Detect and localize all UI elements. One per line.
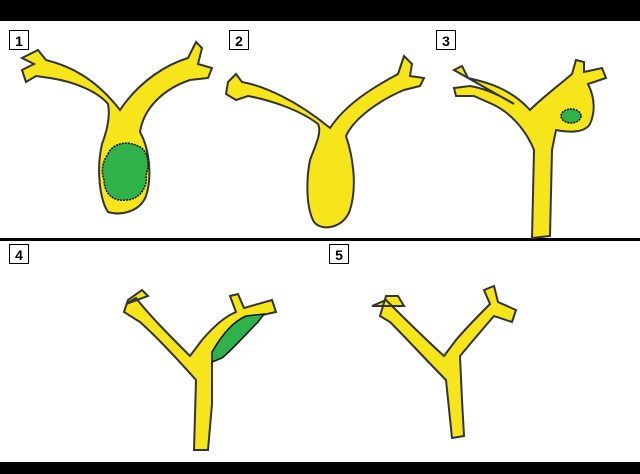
- panel-5-duct: [372, 286, 516, 438]
- panel-3-duct: [454, 60, 606, 238]
- panel-2-label: 2: [229, 30, 249, 50]
- panel-2-gallbladder: [226, 56, 424, 227]
- panel-1-gallbladder: [22, 42, 212, 213]
- panel-1-stone: [102, 143, 148, 200]
- panel-1-label: 1: [9, 30, 29, 50]
- panel-3-stone: [561, 109, 581, 123]
- panel-4-duct: [124, 290, 276, 450]
- panel-5-label: 5: [329, 244, 349, 264]
- panel-3-label: 3: [436, 30, 456, 50]
- panel-4-label: 4: [9, 244, 29, 264]
